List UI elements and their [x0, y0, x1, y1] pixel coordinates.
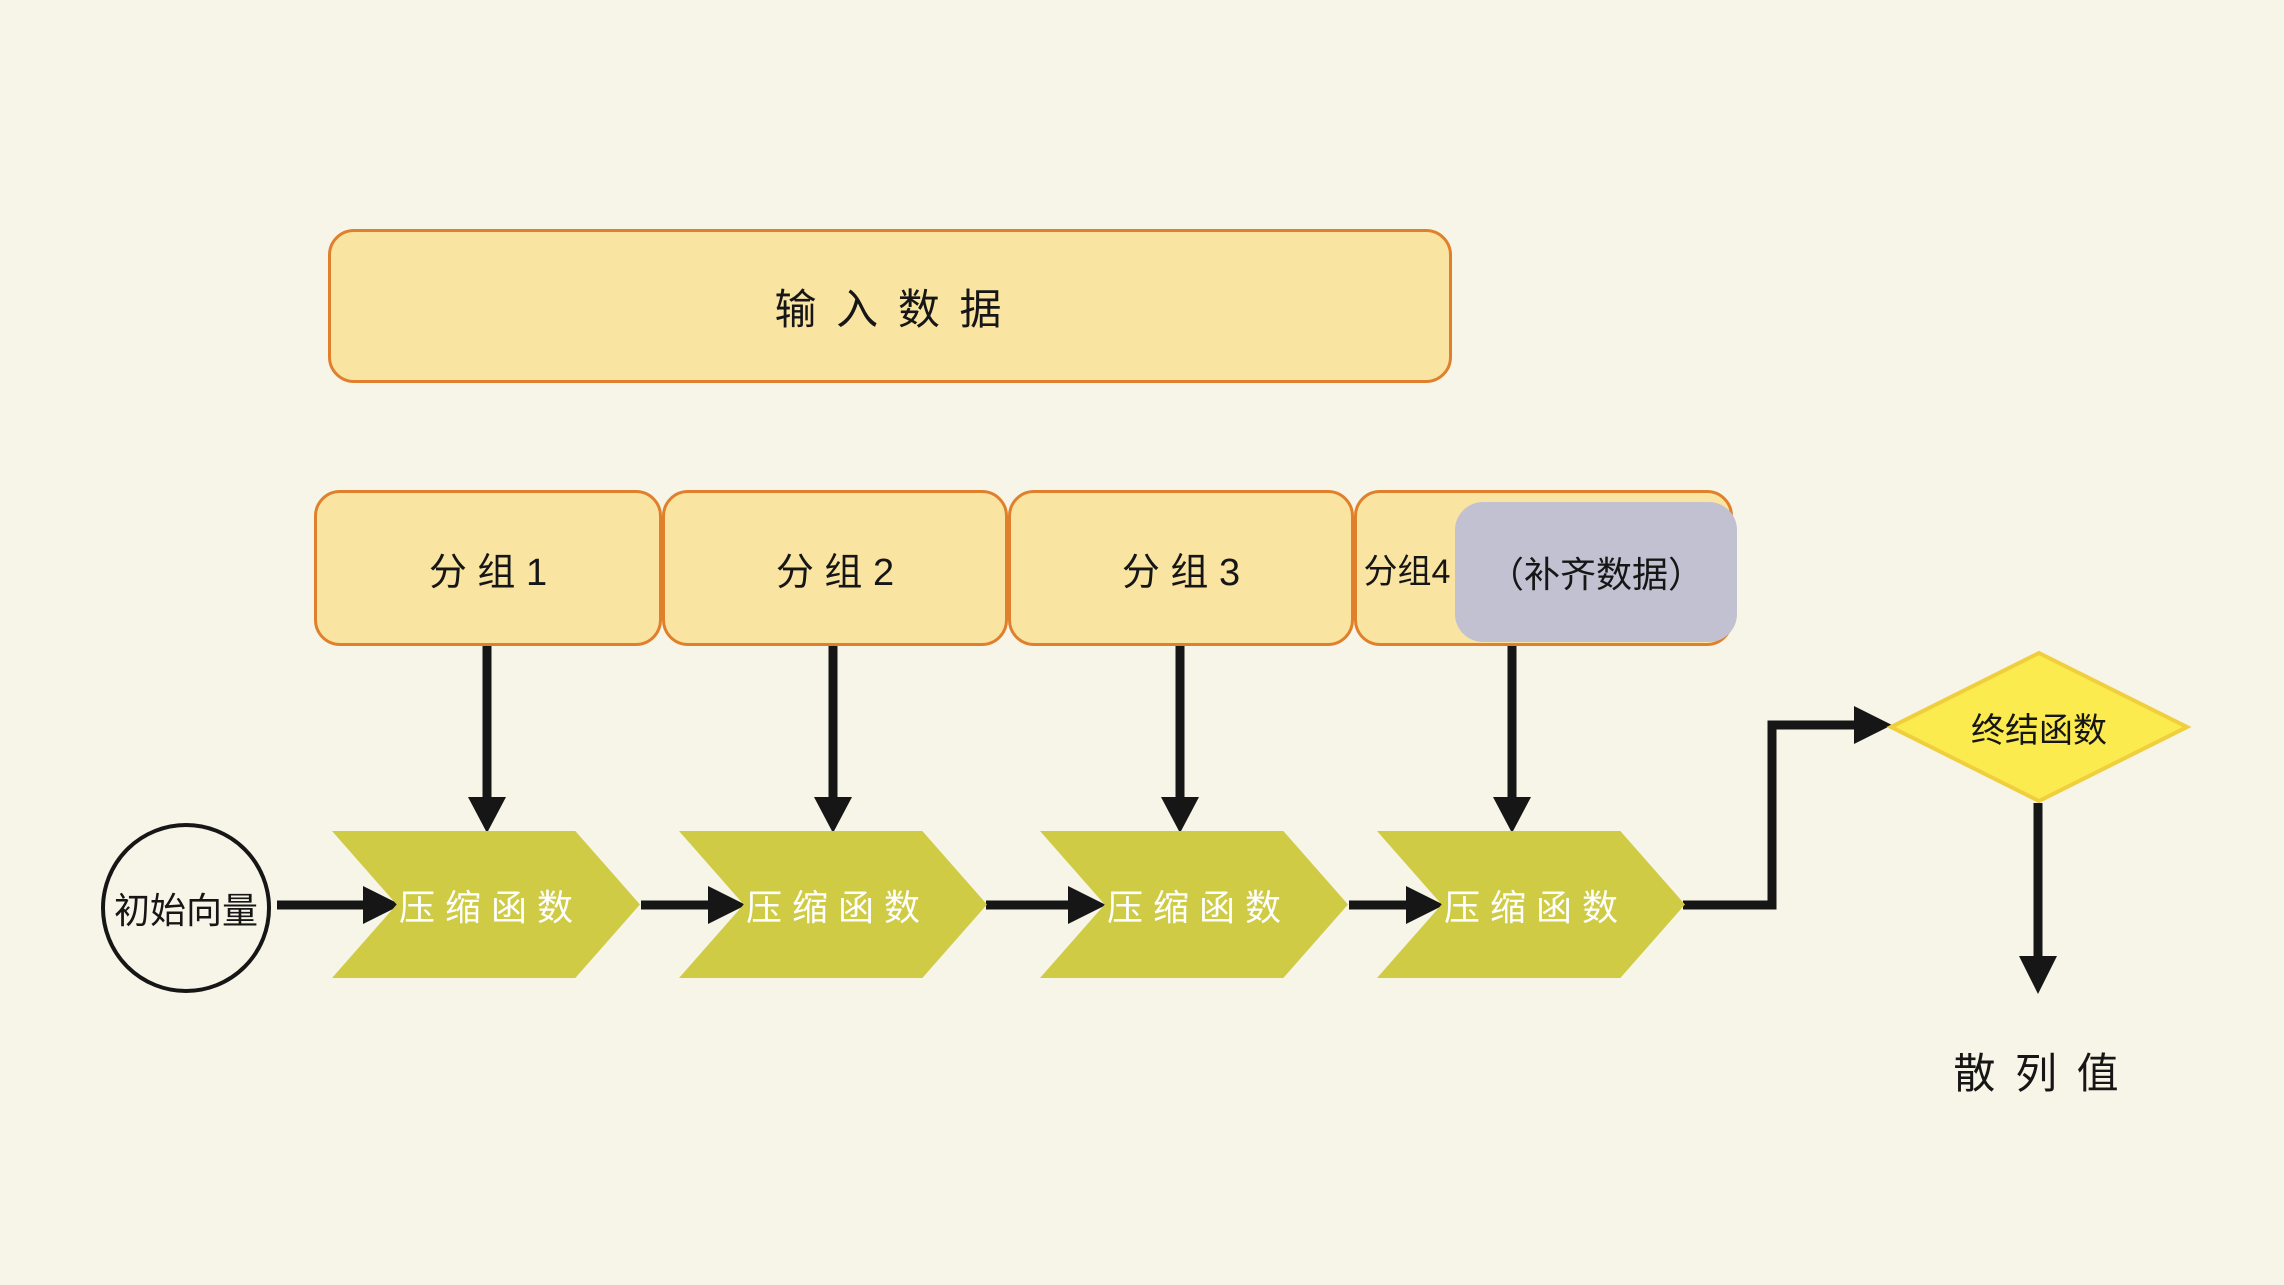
compression-3-label: 压 缩 函 数 [1106, 886, 1281, 928]
group-box-3: 分 组 3 [1008, 490, 1354, 646]
finalize-diamond-label: 终结函数 [1891, 653, 2187, 801]
padding-data-box: （补齐数据） [1455, 502, 1737, 642]
hash-value-label: 散 列 值 [1888, 1038, 2188, 1102]
input-data-label: 输 入 数 据 [774, 285, 1006, 333]
initial-vector-circle: 初始向量 [101, 823, 271, 993]
compression-4-label: 压 缩 函 数 [1443, 886, 1618, 928]
arrow-compression1-to-compression2 [641, 886, 746, 924]
arrow-group2-to-compression2 [814, 646, 852, 833]
finalize-function-label: 终结函数 [1971, 711, 2107, 750]
compression-1-label: 压 缩 函 数 [398, 886, 573, 928]
compression-chevron-3: 压 缩 函 数 [1040, 831, 1348, 978]
padding-data-label: （补齐数据） [1487, 554, 1704, 595]
input-data-box: 输 入 数 据 [328, 229, 1452, 383]
initial-vector-label: 初始向量 [113, 890, 258, 931]
arrow-finalize-to-hash-value [2019, 803, 2057, 994]
arrow-compression2-to-compression3 [986, 886, 1106, 924]
group-box-2: 分 组 2 [662, 490, 1008, 646]
group-box-1: 分 组 1 [314, 490, 662, 646]
arrow-group4-to-compression4 [1493, 646, 1531, 833]
arrow-compression3-to-compression4 [1349, 886, 1444, 924]
finalize-diamond-shape [1886, 650, 2192, 804]
group-3-label: 分 组 3 [1121, 551, 1241, 594]
group-4-label: 分组4 [1363, 552, 1451, 591]
arrow-initial-vector-to-compression1 [277, 886, 401, 924]
group-2-label: 分 组 2 [775, 551, 895, 594]
arrow-compression4-to-finalize [1683, 706, 1892, 910]
compression-2-label: 压 缩 函 数 [745, 886, 920, 928]
hash-value-text: 散 列 值 [1953, 1049, 2123, 1097]
arrow-group1-to-compression1 [468, 646, 506, 833]
group-1-label: 分 组 1 [428, 551, 548, 594]
arrow-group3-to-compression3 [1161, 646, 1199, 833]
